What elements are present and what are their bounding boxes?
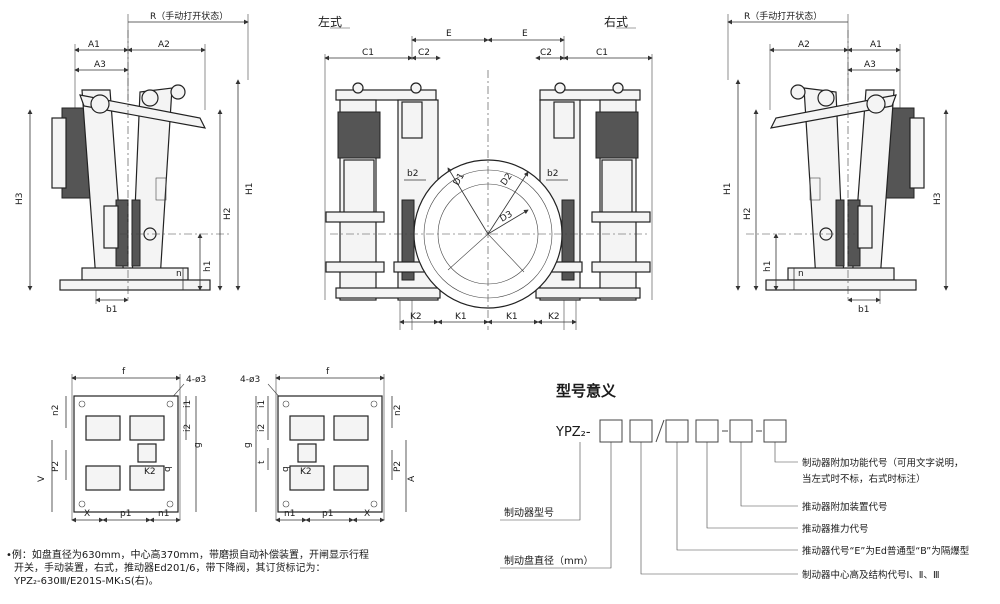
- left-n: n: [176, 269, 182, 279]
- left-a3: A3: [94, 60, 106, 70]
- example-note: •例：如盘直径为630mm，中心高370mm，带磨损自动补偿装置，开闸显示行程 …: [6, 549, 476, 588]
- right-a2: A2: [798, 40, 810, 50]
- model-item-2: 推动器附加装置代号: [802, 501, 888, 513]
- model-item-1-cont: 当左式时不标，右式时标注）: [802, 473, 926, 485]
- right-b1: b1: [858, 305, 869, 315]
- plan-left-p1: p1: [120, 509, 131, 519]
- plan-left-n2: n2: [51, 405, 61, 416]
- front-c2-left: C2: [418, 48, 430, 58]
- right-h2: H2: [743, 208, 753, 221]
- front-e-right: E: [522, 29, 528, 39]
- plan-left-holes: 4-ø3: [186, 375, 206, 385]
- front-view: 左式 右式 E E C1 C2 C2 C1: [318, 14, 653, 330]
- left-r-label: R（手动打开状态）: [150, 10, 228, 22]
- front-c2-right: C2: [540, 48, 552, 58]
- plan-right-f: f: [326, 367, 330, 377]
- plan-right-x: X: [364, 509, 370, 519]
- plan-left-g: g: [193, 442, 203, 448]
- plan-left-f: f: [122, 367, 126, 377]
- left-b1: b1: [106, 305, 117, 315]
- left-h3: H3: [15, 193, 25, 206]
- front-e-left: E: [446, 29, 452, 39]
- plan-right-i2: i2: [257, 424, 267, 432]
- front-c1-left: C1: [362, 48, 374, 58]
- left-a2: A2: [158, 40, 170, 50]
- front-k1-right: K1: [506, 312, 518, 322]
- model-meaning-title: 型号意义: [556, 382, 616, 400]
- plan-left-p2: P2: [51, 461, 61, 472]
- plan-left-q: q: [163, 466, 173, 472]
- example-line-2: 开关，手动装置，右式，推动器Ed201/6，带下降阀，其订货标记为：: [14, 563, 326, 574]
- left-hh1: h1: [203, 261, 213, 272]
- plan-right-n1: n1: [284, 509, 295, 519]
- right-h3: H3: [933, 193, 943, 206]
- left-h1: H1: [245, 183, 255, 196]
- right-hh1: h1: [763, 261, 773, 272]
- plan-left-v: V: [37, 475, 47, 482]
- right-a3: A3: [864, 60, 876, 70]
- front-k2-left: K2: [410, 312, 422, 322]
- model-meaning: 型号意义 YPZ₂- 制动器附加功能代号（可用文字说明， 当左式时不标，右式时标…: [500, 382, 970, 581]
- example-line-1: •例：如盘直径为630mm，中心高370mm，带磨损自动补偿装置，开闸显示行程: [6, 550, 370, 561]
- plan-right-n2: n2: [393, 405, 403, 416]
- front-k2-right: K2: [548, 312, 560, 322]
- right-a1: A1: [870, 40, 882, 50]
- model-item-5: 制动器中心高及结构代号Ⅰ、Ⅱ、Ⅲ: [802, 569, 940, 581]
- front-b2-left: b2: [407, 169, 418, 179]
- plan-right-t: t: [257, 460, 267, 464]
- right-r-label: R（手动打开状态）: [744, 10, 822, 22]
- plan-left-i1: i1: [183, 400, 193, 408]
- left-a1: A1: [88, 40, 100, 50]
- right-n: n: [798, 269, 804, 279]
- front-k1-left: K1: [455, 312, 467, 322]
- left-style-label: 左式: [318, 14, 342, 29]
- left-side-view: R（手动打开状态） A1 A2 A3 H3 H1 H2: [15, 10, 255, 315]
- model-prefix: YPZ₂-: [555, 425, 591, 440]
- plan-right-q: q: [281, 466, 291, 472]
- plan-right-i1: i1: [257, 400, 267, 408]
- plan-right-holes: 4-ø3: [240, 375, 260, 385]
- plan-left-i2: i2: [183, 424, 193, 432]
- model-item-3: 推动器推力代号: [802, 523, 869, 535]
- plan-right-p2: P2: [393, 461, 403, 472]
- front-c1-right: C1: [596, 48, 608, 58]
- model-item-7: 制动盘直径（mm）: [504, 554, 593, 567]
- model-item-4: 推动器代号“E”为Ed普通型“B”为隔爆型: [802, 545, 970, 557]
- plan-left-x: X: [84, 509, 90, 519]
- plan-right-p1: p1: [322, 509, 333, 519]
- plan-right-a: A: [407, 475, 417, 482]
- plan-left-n1: n1: [158, 509, 169, 519]
- plan-right-k2: K2: [300, 467, 312, 477]
- plan-right-g: g: [243, 442, 253, 448]
- model-item-1: 制动器附加功能代号（可用文字说明，: [802, 457, 964, 469]
- plan-view-left: f 4-ø3 n2 P2 V i1 i2 g K2 q X p1 n1: [37, 367, 206, 523]
- right-side-view: R（手动打开状态） A2 A1 A3 H3 H1 H2 h1 n: [723, 10, 949, 315]
- left-h2: H2: [223, 208, 233, 221]
- model-item-6: 制动器型号: [504, 506, 554, 519]
- right-style-label: 右式: [604, 14, 628, 29]
- plan-view-right: f 4-ø3 i1 i2 g t n2 P2 A K2 q n1 p1 X: [240, 367, 417, 523]
- front-b2-right: b2: [547, 169, 558, 179]
- plan-left-k2: K2: [144, 467, 156, 477]
- right-h1: H1: [723, 183, 733, 196]
- example-line-3: YPZ₂-630Ⅲ/E201S-MK₁S(右)。: [14, 576, 159, 587]
